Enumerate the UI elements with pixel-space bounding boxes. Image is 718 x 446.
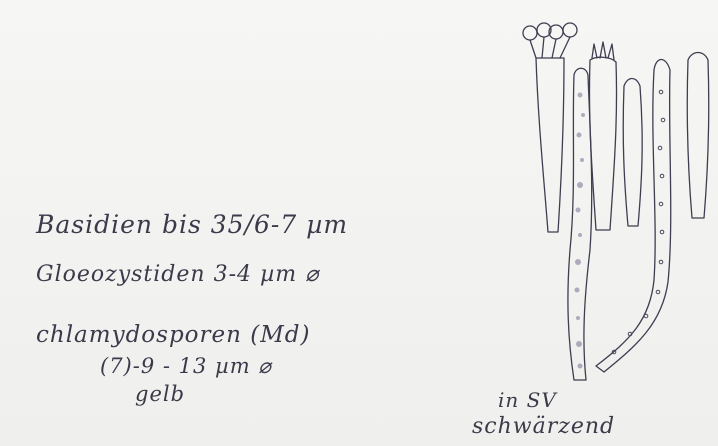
basidiole (623, 79, 642, 227)
label-in-sv: in SV (498, 388, 557, 412)
basidium-left (536, 58, 564, 232)
basidium-center (589, 57, 616, 230)
note-spore-size: (7)-9 - 13 µm ⌀ (100, 354, 272, 378)
gloeocystidium-pigmented (568, 68, 592, 380)
pigment-granules (575, 93, 586, 369)
note-basidien: Basidien bis 35/6-7 µm (36, 210, 348, 239)
note-chlamydosporen: chlamydosporen (Md) (36, 322, 310, 348)
gloeocystidium-right (596, 60, 671, 373)
note-color: gelb (135, 382, 185, 406)
microscopy-sketch (500, 0, 718, 446)
label-schwaerzend: schwärzend (472, 414, 615, 439)
spore-cluster (523, 23, 577, 58)
basidium-right (687, 53, 709, 219)
note-gloeozystiden: Gloeozystiden 3-4 µm ⌀ (36, 262, 319, 287)
